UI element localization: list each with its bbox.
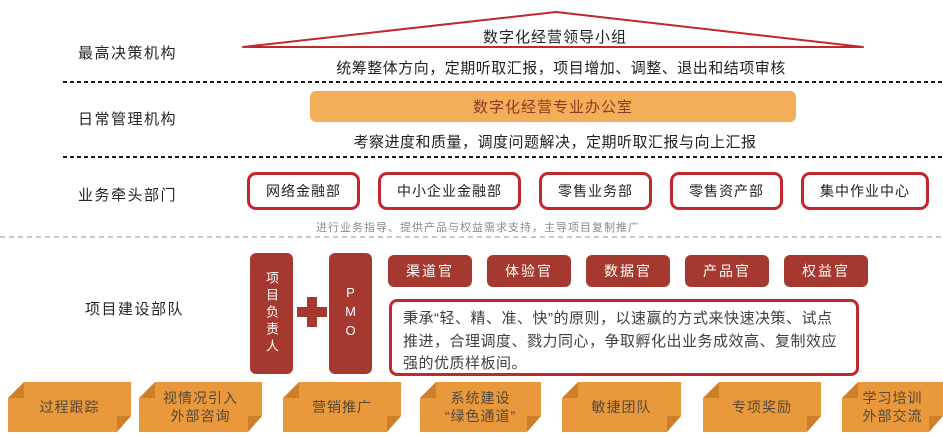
decision-caption: 统筹整体方向，定期听取汇报，项目增加、调整、退出和结项审核 (336, 60, 786, 77)
department-box-central-operations: 集中作业中心 (801, 172, 929, 210)
banner-special-rewards: 专项奖励 (703, 382, 821, 432)
department-box-retail-assets: 零售资产部 (670, 172, 783, 210)
banner-line: 外部咨询 (170, 408, 231, 424)
banner-line: 学习培训 (862, 389, 923, 406)
section-label-management: 日常管理机构 (78, 111, 178, 128)
banner-line: “绿色通道” (444, 408, 517, 424)
banner-line: 视情况引入 (163, 389, 238, 406)
banner-system-green-channel: 系统建设 “绿色通道” (420, 382, 541, 432)
banner-line: 过程跟踪 (39, 398, 100, 415)
section-label-project-team: 项目建设部队 (85, 301, 185, 318)
management-caption: 考察进度和质量，调度问题解决，定期听取汇报与向上汇报 (353, 134, 757, 151)
banner-line: 敏捷团队 (591, 398, 652, 415)
principle-statement-text: 秉承“轻、精、准、快”的原则，以速赢的方式来快速决策、试点推进，合理调度、戮力同… (403, 310, 838, 372)
banner-line: 外部交流 (862, 408, 923, 424)
banner-process-tracking: 过程跟踪 (8, 382, 131, 432)
banner-line: 专项奖励 (732, 398, 792, 415)
leadership-roof-triangle-icon (242, 11, 864, 48)
department-box-sme-finance: 中小企业金融部 (378, 172, 521, 210)
separator-management-departments (63, 156, 943, 158)
department-box-retail-business: 零售业务部 (539, 172, 652, 210)
officer-box-experience: 体验官 (487, 255, 571, 287)
banner-learning-exchange: 学习培训 外部交流 (842, 382, 943, 432)
banner-line: 营销推广 (312, 398, 372, 415)
section-label-decision: 最高决策机构 (78, 45, 178, 62)
banner-line: 系统建设 (450, 389, 511, 406)
lead-departments-row: 网络金融部 中小企业金融部 零售业务部 零售资产部 集中作业中心 (247, 172, 929, 210)
banner-marketing-promotion: 营销推广 (283, 382, 401, 432)
lead-departments-caption: 进行业务指导、提供产品与权益需求支持，主导项目复制推广 (316, 222, 640, 234)
officer-box-product: 产品官 (685, 255, 769, 287)
section-label-lead-departments: 业务牵头部门 (78, 187, 178, 204)
principle-statement-box: 秉承“轻、精、准、快”的原则，以速赢的方式来快速决策、试点推进，合理调度、戮力同… (389, 299, 859, 376)
officer-box-channel: 渠道官 (388, 255, 472, 287)
officers-row: 渠道官 体验官 数据官 产品官 权益官 (388, 255, 868, 287)
officer-box-data: 数据官 (586, 255, 670, 287)
separator-departments-project-team (0, 236, 943, 238)
project-leader-box: 项目负责人 (250, 253, 293, 374)
banner-agile-team: 敏捷团队 (562, 382, 681, 432)
plus-icon (297, 297, 327, 327)
pmo-box: PMO (329, 253, 372, 374)
digital-operation-office-bar: 数字化经营专业办公室 (310, 91, 796, 122)
officer-box-rights: 权益官 (784, 255, 868, 287)
office-bar-label: 数字化经营专业办公室 (472, 99, 633, 116)
leadership-group-title: 数字化经营领导小组 (482, 29, 628, 46)
department-box-internet-finance: 网络金融部 (247, 172, 360, 210)
banner-external-consulting: 视情况引入 外部咨询 (139, 382, 262, 432)
separator-decision-management (63, 81, 943, 83)
